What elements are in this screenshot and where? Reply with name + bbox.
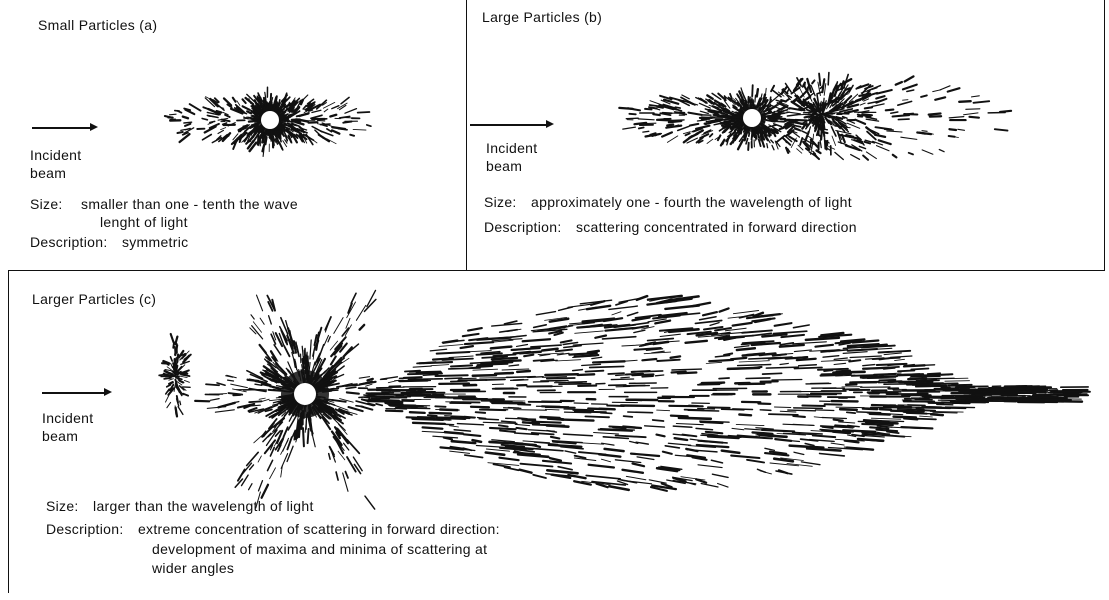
panel-a-size-text-2: lenght of light xyxy=(100,213,188,231)
panel-c-description-text-3: wider angles xyxy=(152,559,234,577)
panel-c-description-text-2: development of maxima and minima of scat… xyxy=(152,540,487,558)
panel-b-description-label: Description: xyxy=(484,219,562,235)
panel-c-description: Description: extreme concentration of sc… xyxy=(46,520,500,538)
panel-c-size-label: Size: xyxy=(46,498,79,514)
panel-c-size: Size: larger than the wavelength of ligh… xyxy=(46,497,314,515)
panel-a-description: Description: symmetric xyxy=(30,233,188,251)
panel-a-description-text: symmetric xyxy=(122,234,188,250)
panel-a-size: Size: smaller than one - tenth the wave xyxy=(30,195,298,213)
panel-b-size-label: Size: xyxy=(484,194,517,210)
panel-b-description: Description: scattering concentrated in … xyxy=(484,218,857,236)
panel-c-description-label: Description: xyxy=(46,521,124,537)
panel-c-size-text: larger than the wavelength of light xyxy=(93,498,314,514)
panel-a-size-label: Size: xyxy=(30,196,63,212)
panel-a-scattering-pattern xyxy=(0,0,466,270)
panel-b-size: Size: approximately one - fourth the wav… xyxy=(484,193,852,211)
panel-a-size-text: smaller than one - tenth the wave xyxy=(81,196,298,212)
panel-b-description-text: scattering concentrated in forward direc… xyxy=(576,219,857,235)
panel-c-description-text-1: extreme concentration of scattering in f… xyxy=(138,521,500,537)
panel-a-description-label: Description: xyxy=(30,234,108,250)
panel-b-size-text: approximately one - fourth the wavelengt… xyxy=(531,194,852,210)
